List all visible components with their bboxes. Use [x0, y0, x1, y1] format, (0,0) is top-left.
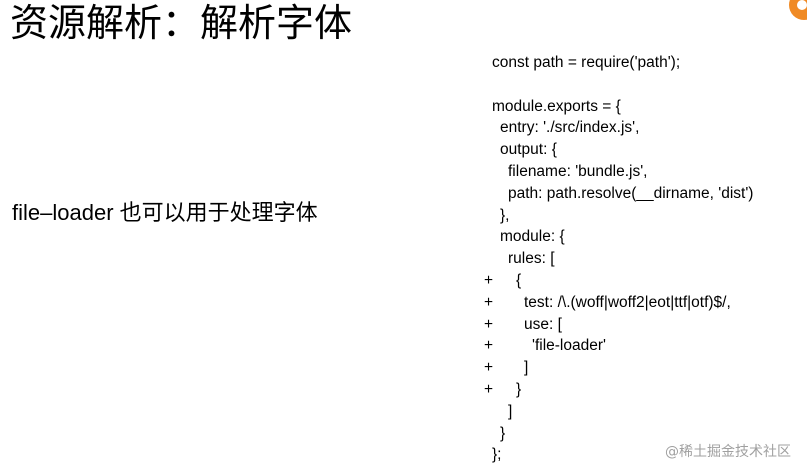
code-text: {: [516, 271, 522, 289]
code-text: ]: [524, 359, 529, 377]
code-text: }: [500, 424, 506, 442]
code-text: entry: './src/index.js',: [500, 119, 640, 137]
code-text: filename: 'bundle.js',: [508, 162, 648, 180]
slide-title: 资源解析：解析字体: [10, 3, 353, 45]
code-text: ]: [508, 402, 513, 420]
diff-marker: +: [484, 315, 494, 333]
code-text: const path = require('path');: [492, 54, 681, 71]
code-text: module.exports = {: [492, 97, 621, 115]
diff-marker: +: [484, 380, 494, 398]
code-text: path: path.resolve(__dirname, 'dist'): [508, 184, 754, 202]
diff-marker: +: [484, 293, 494, 311]
code-text: test: /\.(woff|woff2|eot|ttf|otf)$/,: [524, 293, 731, 311]
code-text: rules: [: [508, 250, 555, 268]
slide-description: file–loader 也可以用于处理字体: [12, 200, 318, 225]
code-text: output: {: [500, 141, 557, 159]
code-text: }: [516, 380, 522, 398]
diff-marker: +: [484, 271, 494, 289]
code-text: use: [: [524, 315, 562, 333]
diff-marker: +: [484, 337, 494, 355]
logo-icon: [789, 0, 807, 20]
diff-marker: +: [484, 359, 494, 377]
code-text: },: [500, 206, 510, 224]
watermark: @稀土掘金技术社区: [665, 444, 791, 460]
code-text: 'file-loader': [532, 337, 606, 355]
code-text: };: [492, 446, 502, 464]
code-text: module: {: [500, 228, 565, 246]
